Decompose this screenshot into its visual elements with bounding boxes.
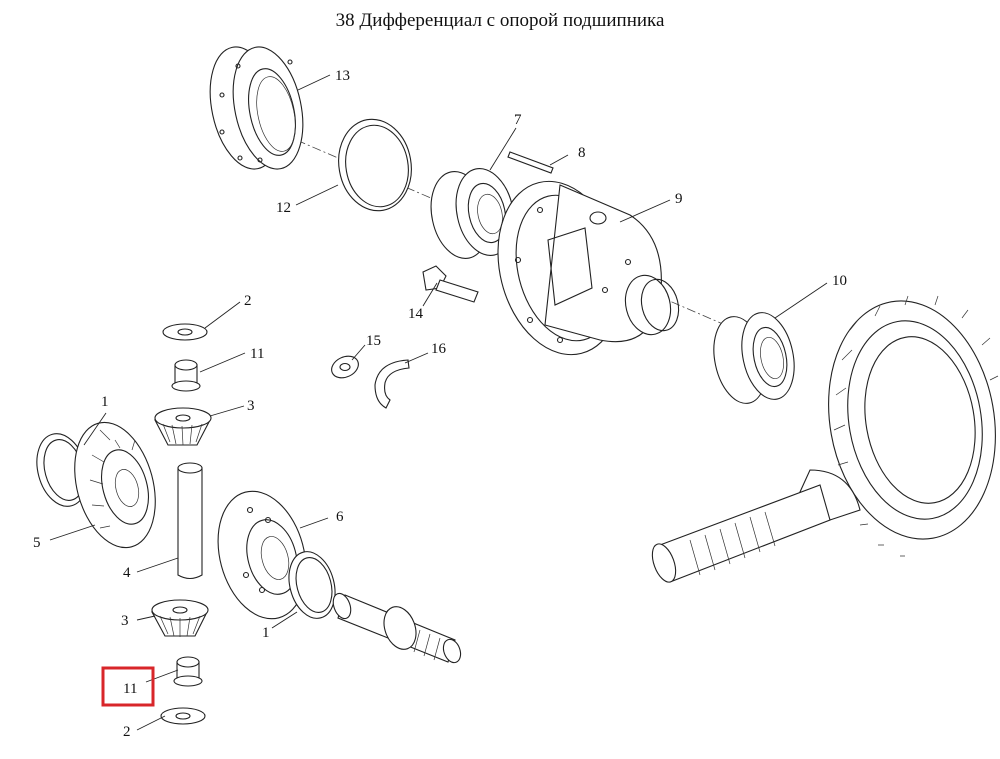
label-11-top: 11 xyxy=(250,346,264,362)
part-8-pin xyxy=(507,151,554,174)
part-6-side-gear-right xyxy=(217,490,307,620)
label-2-top: 2 xyxy=(244,293,252,309)
label-10: 10 xyxy=(832,273,847,289)
label-7: 7 xyxy=(514,112,522,128)
part-10-bearing xyxy=(713,312,795,404)
part-2-washer-top xyxy=(162,323,208,341)
label-14: 14 xyxy=(408,306,424,322)
part-13-cover xyxy=(209,46,304,170)
diagram-title: 38 Дифференциал с опорой подшипника xyxy=(335,10,665,31)
label-5: 5 xyxy=(33,535,41,551)
part-4-cross-shaft xyxy=(177,462,203,580)
label-16: 16 xyxy=(431,341,447,357)
part-1-shim-right xyxy=(288,551,336,619)
part-14-bolt xyxy=(422,265,479,303)
label-3-top: 3 xyxy=(247,398,255,414)
label-1-left: 1 xyxy=(101,394,109,410)
part-12-shim xyxy=(338,118,412,212)
label-15: 15 xyxy=(366,333,381,349)
part-2-washer-bottom xyxy=(160,707,206,725)
label-11-bottom: 11 xyxy=(123,681,137,697)
part-3-pinion-bottom xyxy=(151,599,209,637)
label-2-bottom: 2 xyxy=(123,724,131,740)
highlight-box-part-11 xyxy=(101,666,155,707)
output-shaft xyxy=(332,592,462,664)
label-1-right: 1 xyxy=(262,625,270,641)
part-5-side-gear-left xyxy=(74,421,156,549)
crown-gear-and-pinion xyxy=(651,295,999,583)
label-9: 9 xyxy=(675,191,683,207)
part-11-bushing-top xyxy=(171,359,201,392)
label-12: 12 xyxy=(276,200,291,216)
part-15-washer xyxy=(331,355,359,379)
label-8: 8 xyxy=(578,145,586,161)
part-11-bushing-bottom xyxy=(173,656,203,687)
part-3-pinion-top xyxy=(154,407,212,446)
label-13: 13 xyxy=(335,68,350,84)
label-6: 6 xyxy=(336,509,344,525)
part-1-shim-left xyxy=(36,433,88,507)
label-3-bottom: 3 xyxy=(121,613,129,629)
leader-lines xyxy=(49,74,828,731)
part-9-housing xyxy=(497,180,680,356)
part-16-lockplate xyxy=(374,359,410,409)
label-4: 4 xyxy=(123,565,131,581)
